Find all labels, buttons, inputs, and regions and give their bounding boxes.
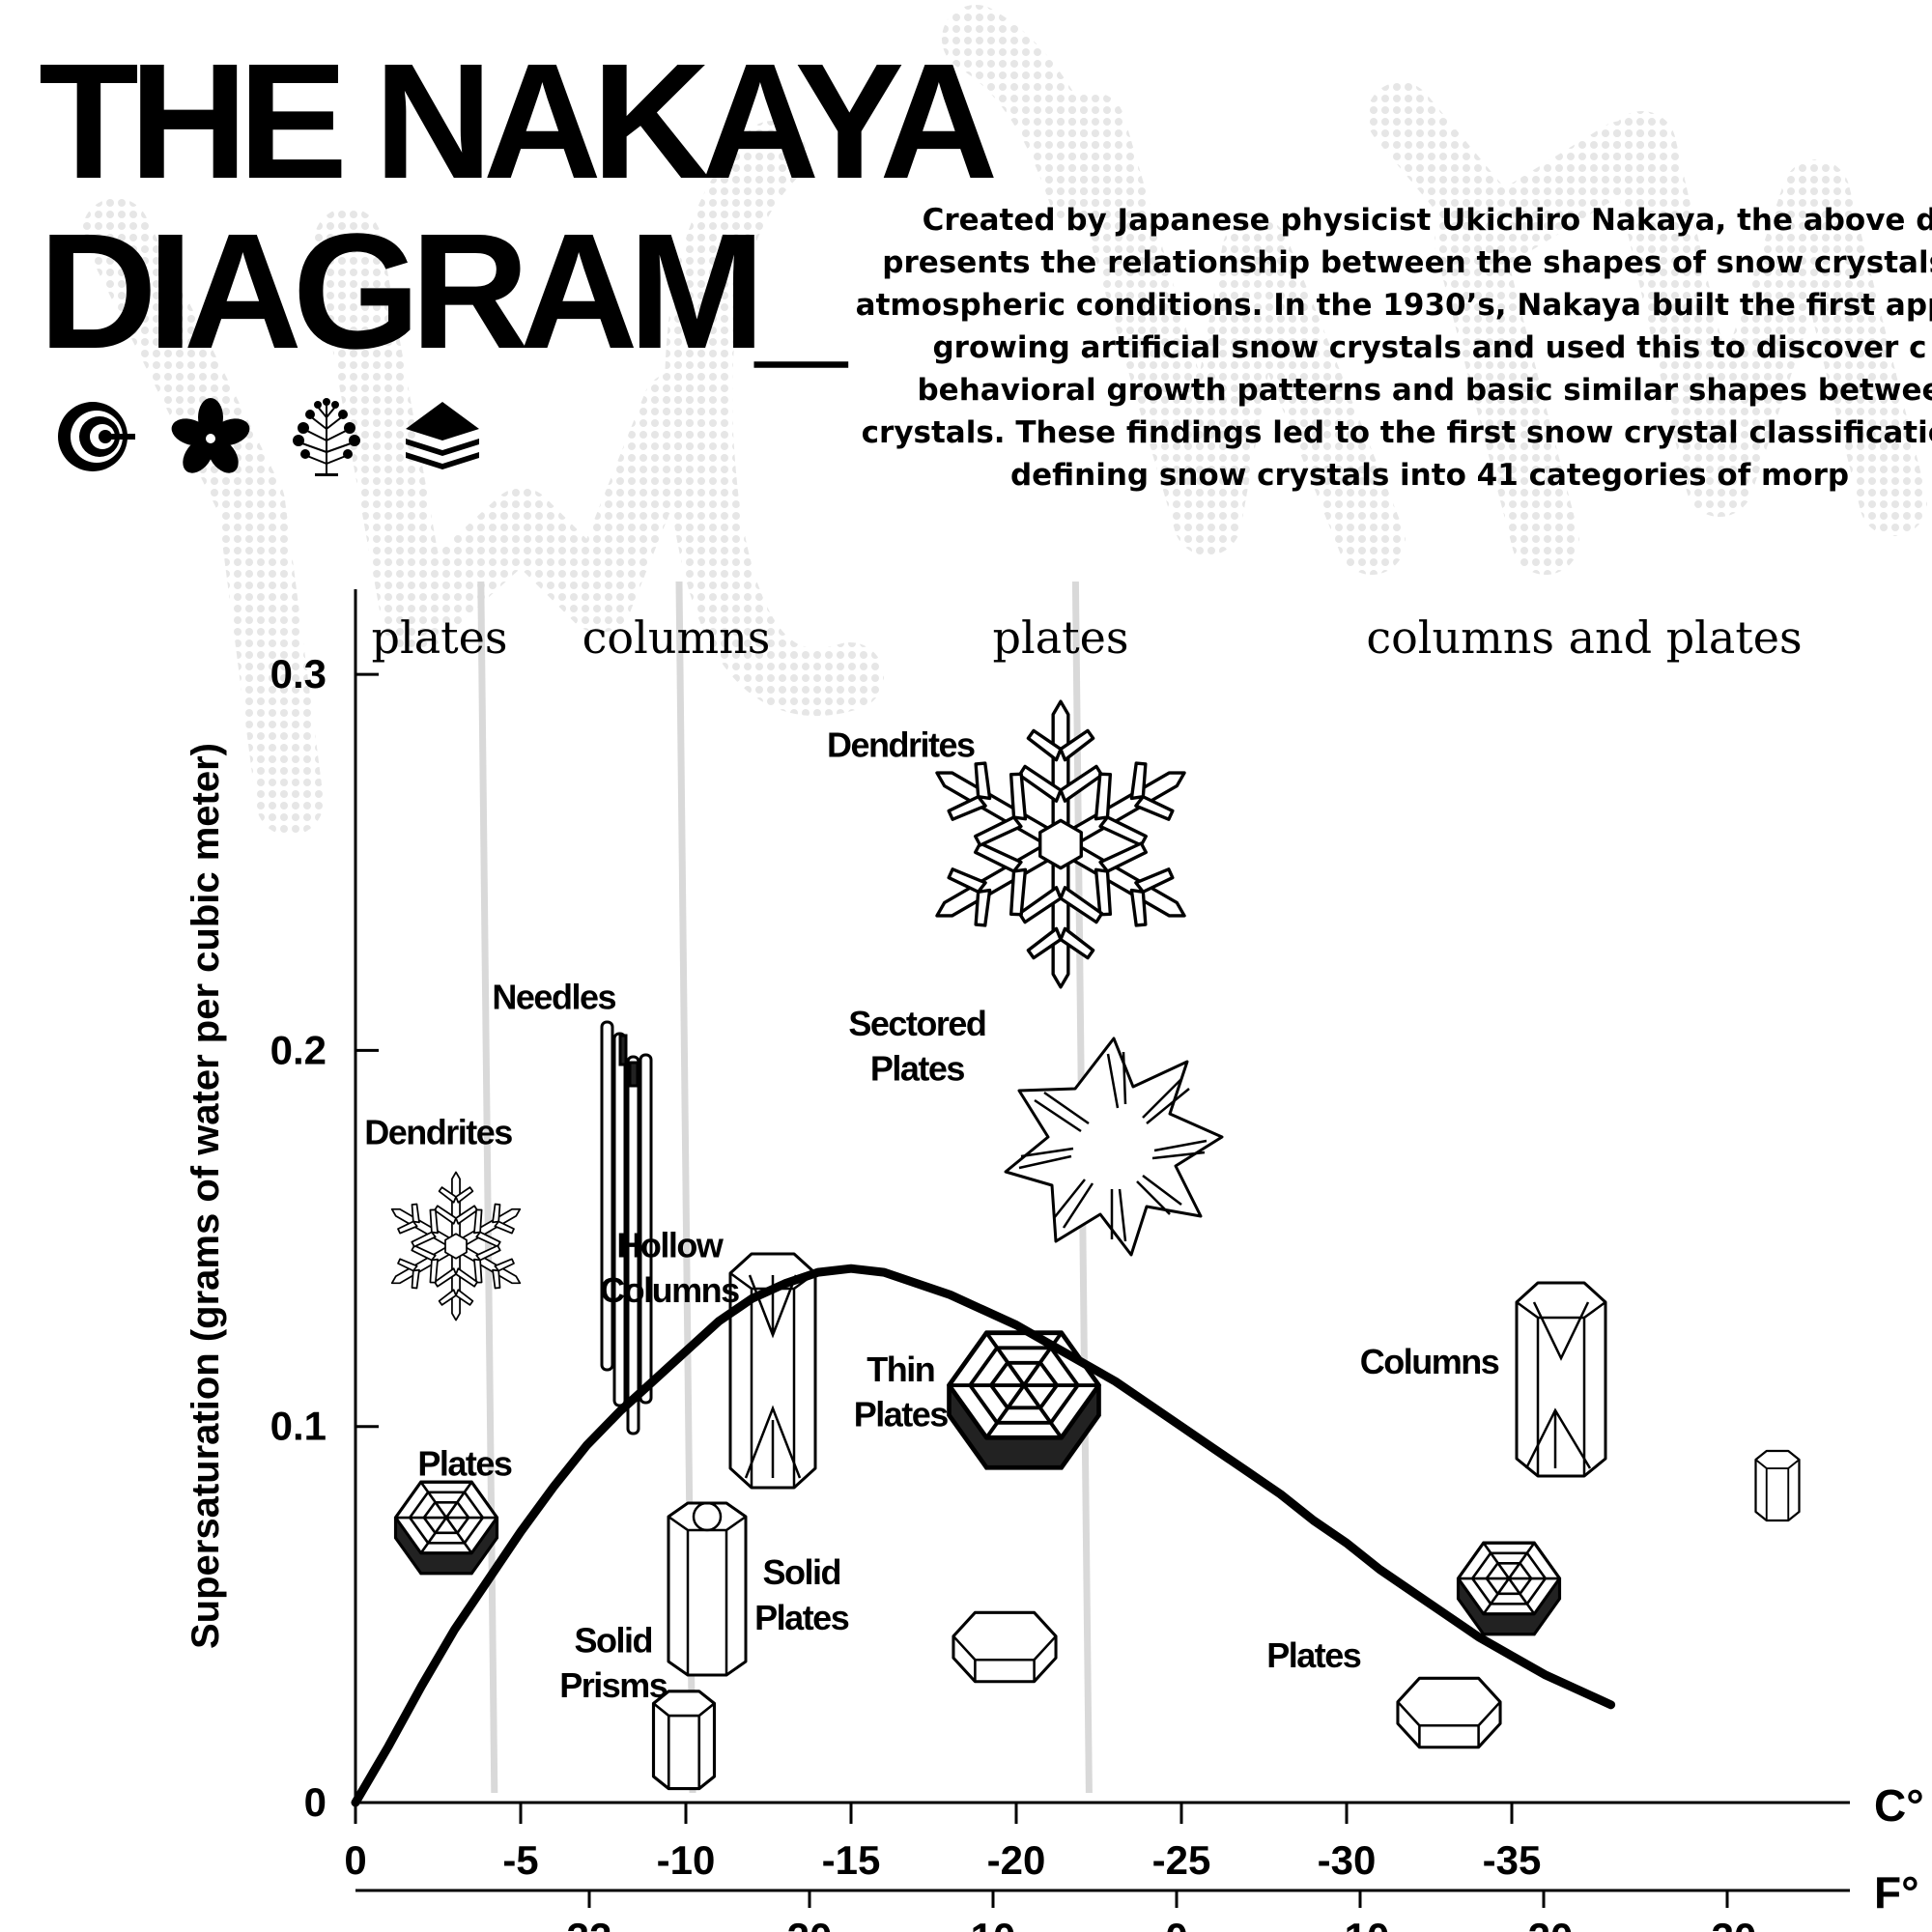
region-divider bbox=[477, 581, 498, 1794]
intro-paragraph: Created by Japanese physicist Ukichiro N… bbox=[753, 199, 1932, 497]
crystal-label: Dendrites bbox=[364, 1113, 512, 1152]
crystal-label: Plates bbox=[754, 1598, 849, 1637]
x-tick-label: 0 bbox=[344, 1837, 366, 1883]
x-tick-label: -10 bbox=[657, 1837, 716, 1883]
x-tick-label: -35 bbox=[1483, 1837, 1542, 1883]
intro-line: behavioral growth patterns and basic sim… bbox=[917, 373, 1932, 408]
x-tick-label: -30 bbox=[1318, 1837, 1377, 1883]
intro-line: defining snow crystals into 41 categorie… bbox=[1009, 458, 1850, 493]
page-title: THE NAKAYA DIAGRAM_ bbox=[39, 30, 998, 384]
crystal-label: Thin bbox=[867, 1350, 934, 1389]
x-ticks: 0 -5 -10 -15 -20 -25 -30 -35 bbox=[344, 1803, 1541, 1883]
crystal-label: Prisms bbox=[559, 1665, 668, 1705]
x2-tick-label: 0 bbox=[1165, 1915, 1187, 1932]
region-labels: plates columns plates columns and plates bbox=[372, 611, 1803, 664]
x-unit-celsius: C° bbox=[1874, 1780, 1924, 1831]
column-icon bbox=[1754, 1449, 1801, 1522]
thin-plate-icon bbox=[950, 1333, 1099, 1468]
title-line-1: THE NAKAYA bbox=[39, 30, 998, 213]
flower-icon bbox=[171, 398, 250, 473]
sectored-plate-icon bbox=[1004, 1037, 1224, 1257]
solid-plate-icon bbox=[952, 1610, 1058, 1684]
title-line-2: DIAGRAM_ bbox=[39, 200, 847, 384]
crystal-label: Plates bbox=[854, 1395, 949, 1435]
crystal-label: Hollow bbox=[616, 1226, 724, 1265]
x2-tick-label: 32 bbox=[567, 1915, 612, 1932]
solid-prism-icon bbox=[667, 1501, 748, 1677]
x-tick-label: -20 bbox=[987, 1837, 1046, 1883]
region-label-columns: columns bbox=[582, 611, 771, 664]
needles-icon bbox=[600, 1020, 653, 1435]
x2-ticks: 32 20 10 0 -10 -20 -30 bbox=[567, 1890, 1757, 1932]
y-ticks: 0 0.1 0.2 0.3 bbox=[270, 651, 379, 1825]
crystal-label: Sectored bbox=[848, 1004, 985, 1043]
y-axis-label: Supersaturation (grams of water per cubi… bbox=[185, 743, 227, 1649]
plate-icon bbox=[1456, 1541, 1562, 1636]
y-tick-label: 0.2 bbox=[270, 1027, 327, 1072]
axes bbox=[354, 589, 1850, 1892]
region-label-plates: plates bbox=[993, 611, 1129, 664]
intro-line: presents the relationship between the sh… bbox=[882, 245, 1932, 280]
y-tick-label: 0.3 bbox=[270, 651, 327, 696]
x2-tick-label: 10 bbox=[971, 1915, 1016, 1932]
supersaturation-curve bbox=[351, 1264, 1616, 1807]
crystal-illustrations bbox=[382, 701, 1801, 1791]
small-plate-icon bbox=[393, 1480, 499, 1576]
region-label-plates: plates bbox=[372, 611, 508, 664]
crystal-label: Solid bbox=[575, 1620, 653, 1660]
y-tick-label: 0 bbox=[304, 1779, 327, 1825]
target-icon bbox=[58, 402, 135, 471]
x-unit-fahrenheit: F° bbox=[1874, 1867, 1919, 1918]
annotations: DendritesPlatesNeedlesHollowColumnsSolid… bbox=[364, 725, 1500, 1705]
small-dendrite-icon bbox=[382, 1172, 531, 1320]
region-label-columns-and-plates: columns and plates bbox=[1366, 611, 1802, 664]
crystal-label: Plates bbox=[870, 1049, 965, 1089]
intro-line: growing artificial snow crystals and use… bbox=[932, 330, 1927, 365]
x2-tick-label: -30 bbox=[1698, 1915, 1757, 1932]
crystal-label: Needles bbox=[492, 978, 615, 1017]
columns-icon bbox=[1515, 1281, 1607, 1478]
crystal-label: Columns bbox=[600, 1270, 739, 1310]
crystal-label: Columns bbox=[1360, 1342, 1499, 1381]
x2-tick-label: 20 bbox=[787, 1915, 833, 1932]
intro-line: Created by Japanese physicist Ukichiro N… bbox=[922, 203, 1932, 238]
crystal-label: Dendrites bbox=[827, 725, 975, 765]
x2-tick-label: -20 bbox=[1515, 1915, 1574, 1932]
crystal-label: Plates bbox=[417, 1443, 512, 1483]
hollow-column-icon bbox=[728, 1252, 817, 1490]
short-prism-icon bbox=[651, 1690, 717, 1791]
layers-icon bbox=[406, 402, 479, 469]
crystal-label: Solid bbox=[762, 1552, 840, 1592]
solid-plate-large-icon bbox=[1396, 1676, 1502, 1749]
tree-icon bbox=[293, 398, 360, 476]
x-tick-label: -5 bbox=[502, 1837, 538, 1883]
x2-tick-label: -10 bbox=[1331, 1915, 1390, 1932]
icon-row bbox=[54, 396, 483, 477]
intro-line: atmospheric conditions. In the 1930’s, N… bbox=[855, 288, 1932, 323]
crystal-label: Plates bbox=[1266, 1635, 1361, 1675]
x-tick-label: -25 bbox=[1152, 1837, 1211, 1883]
y-tick-label: 0.1 bbox=[270, 1404, 327, 1449]
intro-line: crystals. These findings led to the firs… bbox=[861, 415, 1932, 450]
x-tick-label: -15 bbox=[822, 1837, 881, 1883]
